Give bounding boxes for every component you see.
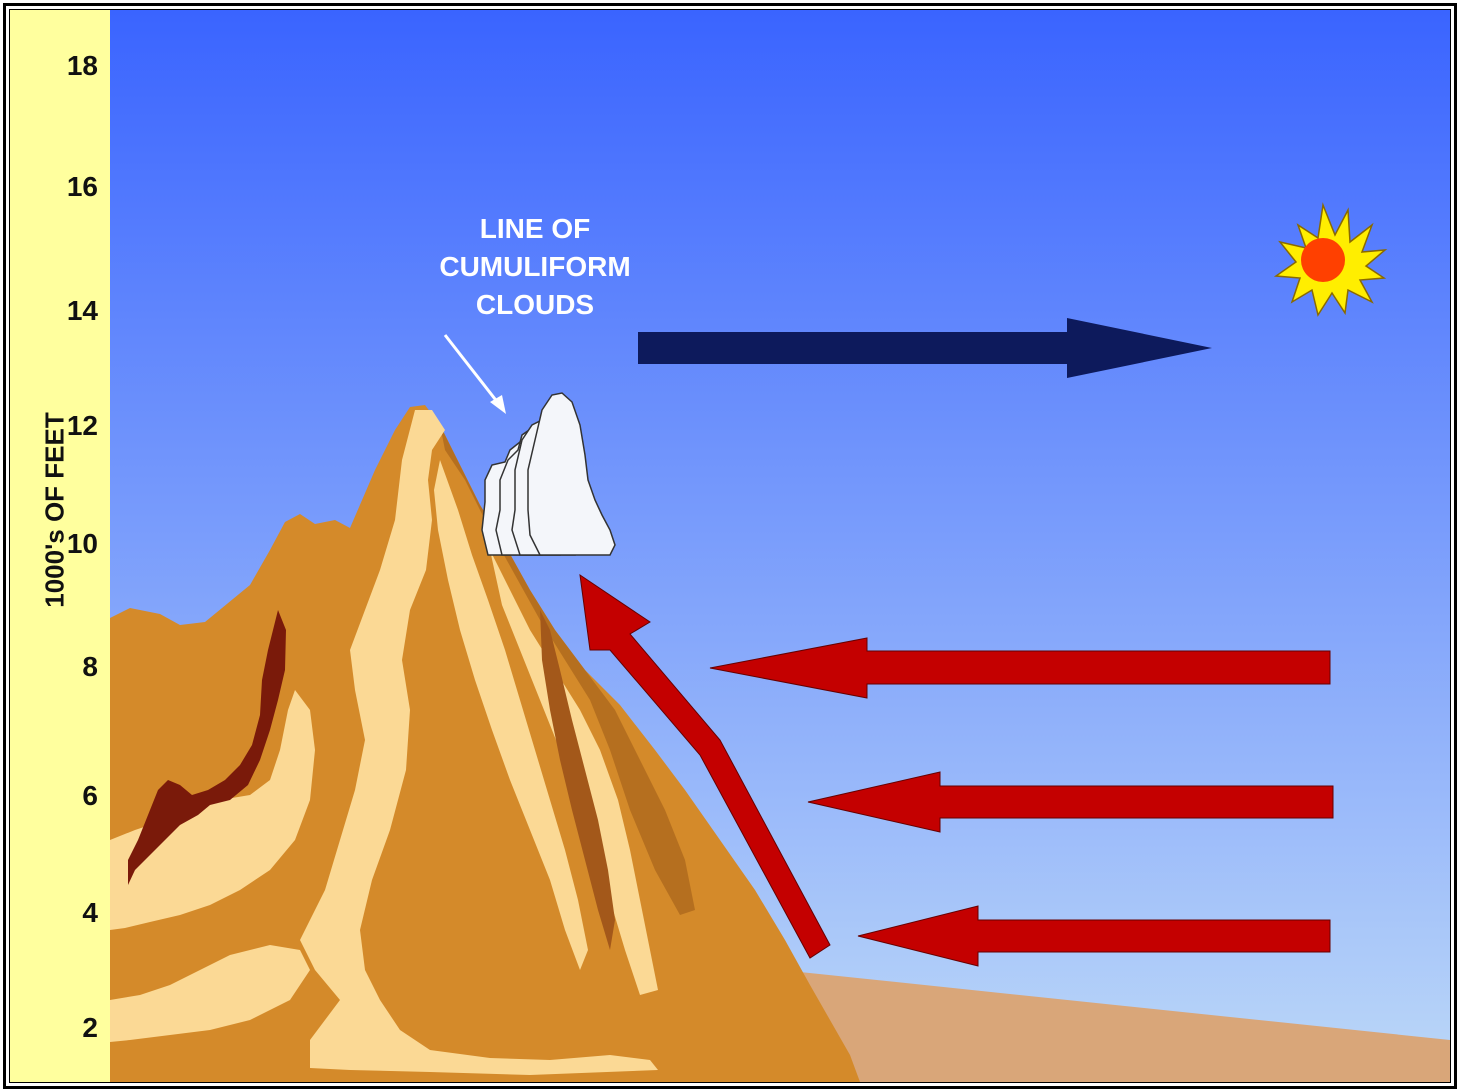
upper-wind-arrow — [638, 318, 1212, 378]
wind-arrow — [857, 905, 1331, 967]
cloud — [527, 392, 616, 556]
mountain-highlight — [434, 460, 588, 970]
tick-label: 12 — [66, 410, 98, 441]
outer-border — [3, 3, 1457, 1089]
upslope-arrow — [579, 573, 831, 959]
inner-border — [9, 9, 1451, 1083]
mountain-highlight — [300, 410, 658, 1075]
mountain — [110, 405, 860, 1082]
altitude-axis-panel: 18 16 14 12 10 8 6 4 2 1000's OF FEET — [10, 10, 110, 1082]
scene-svg — [110, 10, 1450, 1082]
cloud-label-line: LINE OF — [479, 213, 591, 244]
tick-label: 16 — [66, 171, 98, 202]
tick-label: 14 — [66, 295, 98, 326]
mountain-shadow — [540, 610, 615, 950]
tick-label: 2 — [82, 1012, 98, 1043]
tick-label: 6 — [82, 780, 98, 811]
label-pointer — [443, 334, 504, 409]
cloud-label-line: CUMULIFORM — [439, 251, 631, 282]
wind-arrow — [709, 637, 1331, 699]
tick-label: 8 — [82, 651, 98, 682]
tick-label: 10 — [66, 528, 98, 559]
cloud-label-line: CLOUDS — [475, 289, 595, 320]
sun-core — [1301, 238, 1345, 282]
tick-label: 18 — [66, 50, 98, 81]
mountain-highlight — [110, 690, 315, 930]
mountain-shadow — [128, 610, 286, 885]
cumuliform-clouds — [481, 392, 616, 556]
cloud-label: LINE OF CUMULIFORM CLOUDS — [405, 210, 665, 324]
wind-arrow — [807, 771, 1334, 833]
ground — [800, 972, 1450, 1082]
sun-icon — [1273, 202, 1388, 317]
mountain-highlight — [110, 945, 310, 1042]
scene: LINE OF CUMULIFORM CLOUDS — [110, 10, 1450, 1082]
tick-label: 4 — [82, 897, 98, 928]
label-pointer-head — [490, 395, 506, 414]
